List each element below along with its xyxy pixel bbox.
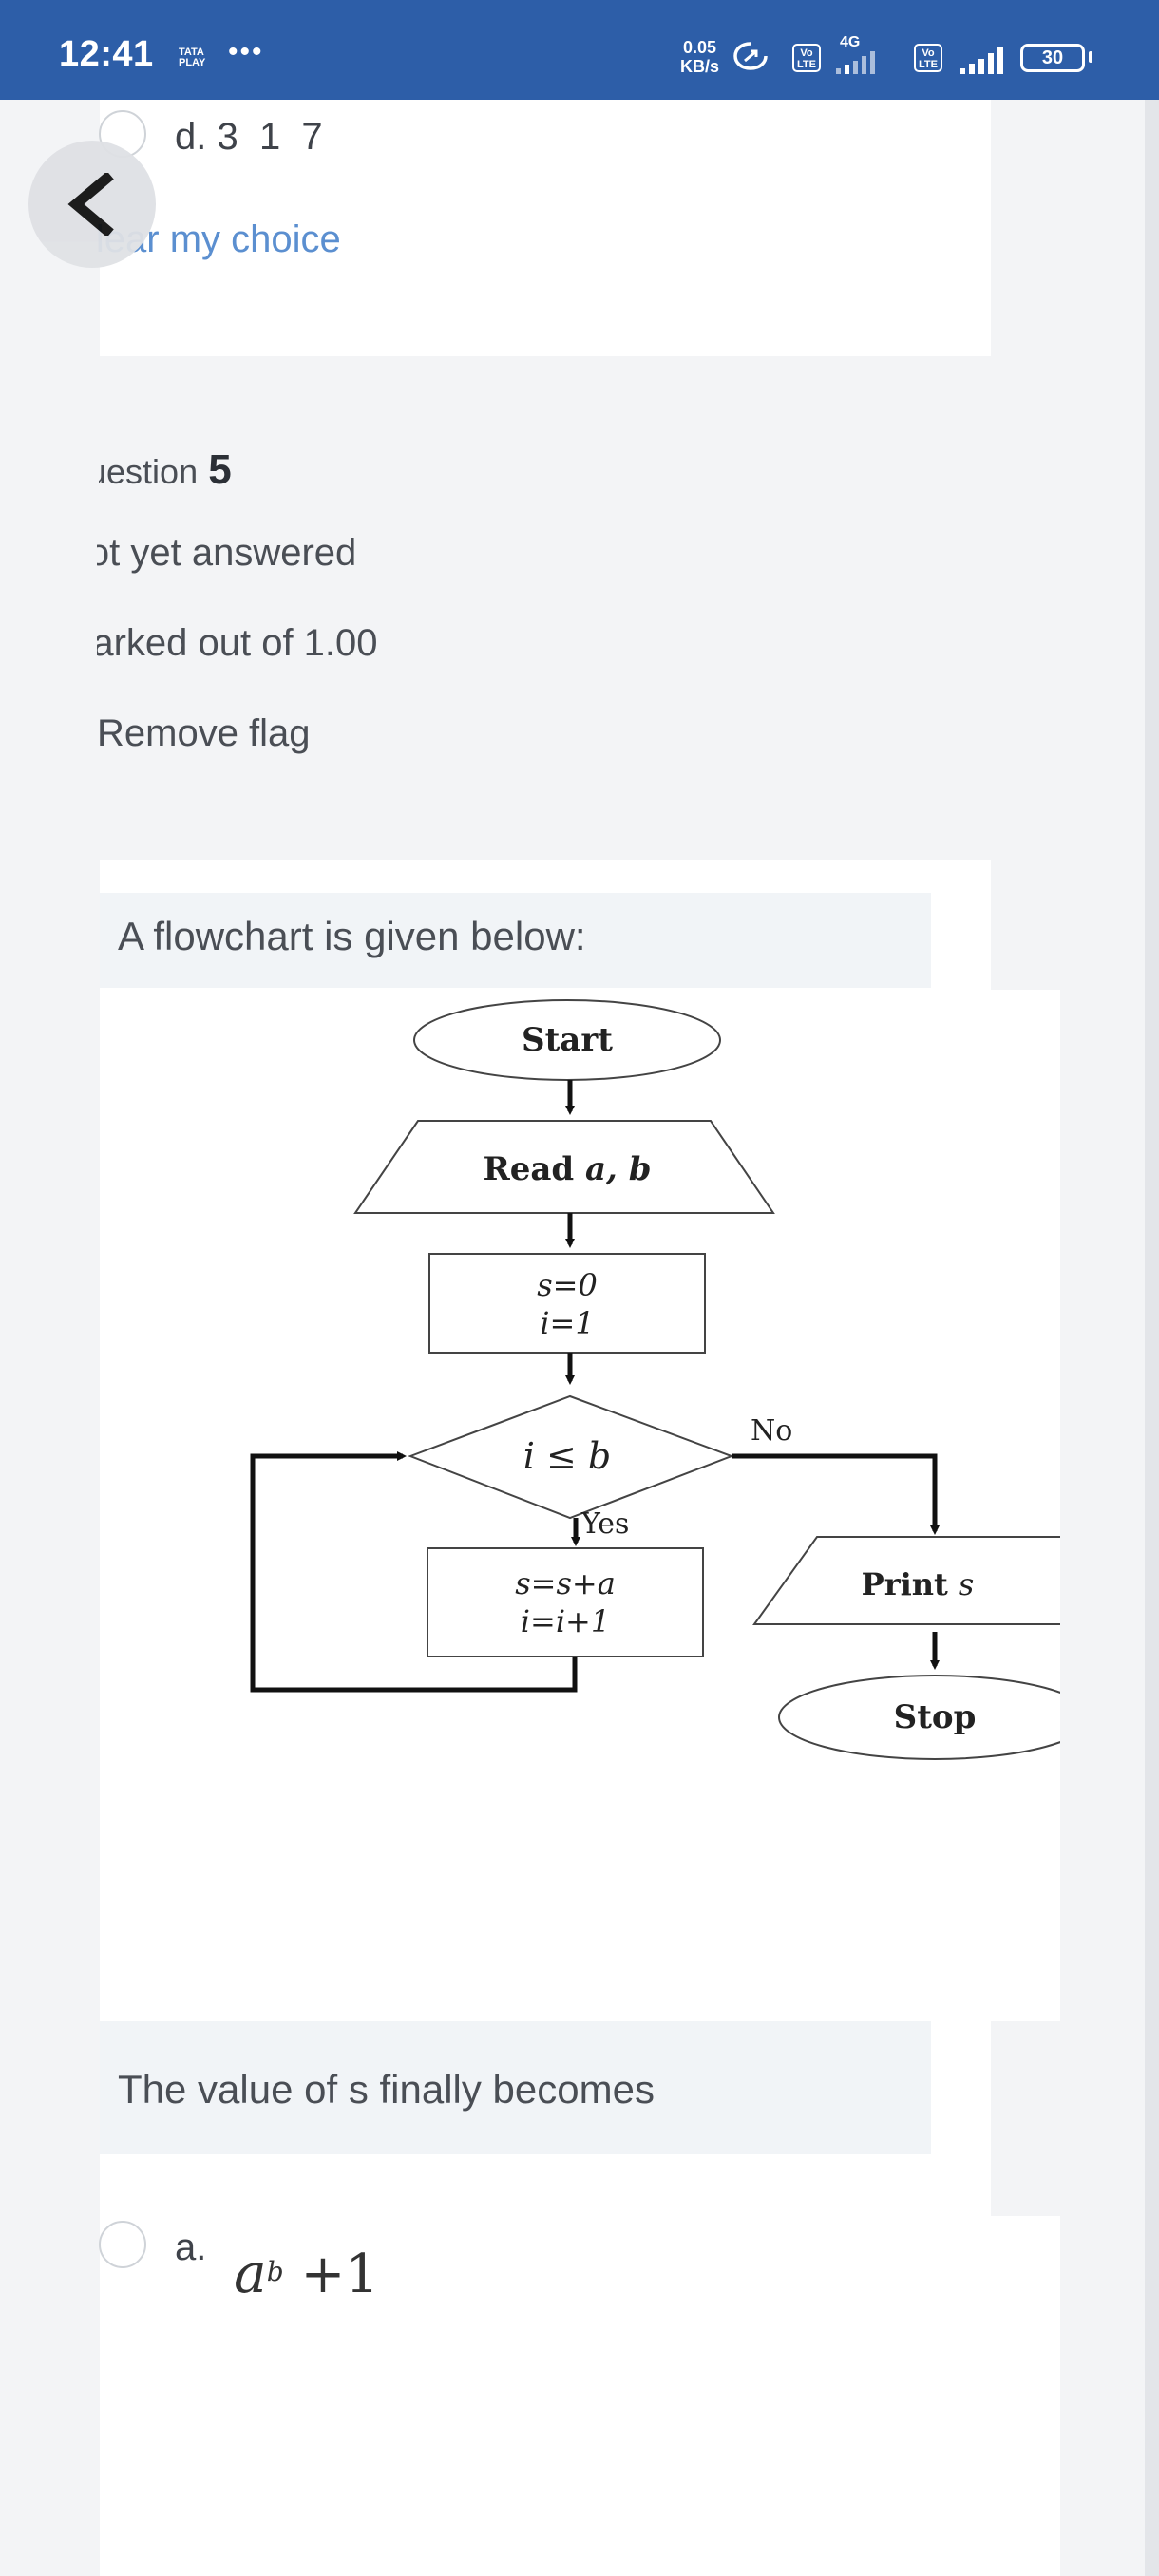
read-input-box: [353, 1120, 775, 1214]
init-line-2: i=1: [540, 1305, 594, 1341]
previous-answer-card: [100, 100, 991, 356]
question-prompt-box: [100, 2021, 931, 2154]
more-notifications-icon: •••: [228, 36, 264, 67]
option-a-formula: ab +1: [234, 2241, 380, 2305]
body-line-1: s=s+a: [515, 1565, 616, 1601]
flowchart-image: Start Read a, b s=0 i=1 i ≤ b Yes s=s+a …: [203, 990, 1060, 2021]
volte-icon-2: Vo LTE: [914, 44, 942, 72]
signal-icon-2: [960, 47, 1003, 74]
read-label: Read a, b: [483, 1150, 651, 1188]
question-number: Question 5: [61, 446, 232, 493]
start-label: Start: [522, 1021, 613, 1059]
clock: 12:41: [59, 34, 154, 74]
print-output-box: [752, 1536, 1060, 1625]
back-button[interactable]: [28, 141, 156, 268]
yes-label: Yes: [580, 1507, 629, 1541]
question-prompt-text: The value of s finally becomes: [118, 2067, 655, 2112]
status-icons: Vo LTE 4G Vo LTE 30: [732, 28, 1112, 76]
signal-icon-1: [836, 51, 875, 74]
condition-label: i ≤ b: [523, 1435, 612, 1477]
no-branch-arrow: [732, 1453, 940, 1535]
battery-tip: [1089, 51, 1092, 63]
init-line-1: s=0: [537, 1267, 598, 1303]
option-d-label: d. 3 1 7: [175, 116, 323, 158]
start-terminal: [413, 999, 721, 1081]
chevron-left-icon: [67, 173, 114, 236]
stop-label: Stop: [894, 1698, 977, 1736]
radio-option-a[interactable]: [99, 2221, 146, 2268]
print-label: Print s: [862, 1566, 975, 1602]
remove-flag-link[interactable]: Remove flag: [97, 712, 311, 754]
loop-body-box: [427, 1547, 704, 1657]
answer-options-card: [100, 2216, 1060, 2576]
hotspot-icon: [733, 42, 768, 70]
scroll-track[interactable]: [1145, 100, 1159, 2576]
no-label: No: [750, 1414, 792, 1448]
question-marks: Marked out of 1.00: [61, 622, 378, 664]
volte-icon: Vo LTE: [792, 44, 821, 72]
network-speed: 0.05 KB/s: [680, 38, 720, 76]
status-bar: 12:41 TATA PLAY ••• 0.05 KB/s Vo LTE 4G …: [0, 0, 1159, 100]
flowchart-diagram: Start Read a, b s=0 i=1 i ≤ b Yes s=s+a …: [250, 999, 1060, 1760]
init-process-box: [428, 1253, 706, 1354]
option-a-letter: a.: [175, 2226, 207, 2268]
carrier-logo: TATA PLAY: [179, 47, 206, 68]
question-status: Not yet answered: [61, 532, 357, 574]
stop-terminal: [778, 1675, 1060, 1760]
body-line-2: i=i+1: [521, 1603, 610, 1639]
question-intro-box: [100, 893, 931, 988]
loop-back-arrow: [250, 1451, 578, 1693]
battery-icon: 30: [1020, 44, 1085, 72]
network-type: 4G: [840, 34, 861, 50]
question-intro-text: A flowchart is given below:: [118, 914, 586, 958]
